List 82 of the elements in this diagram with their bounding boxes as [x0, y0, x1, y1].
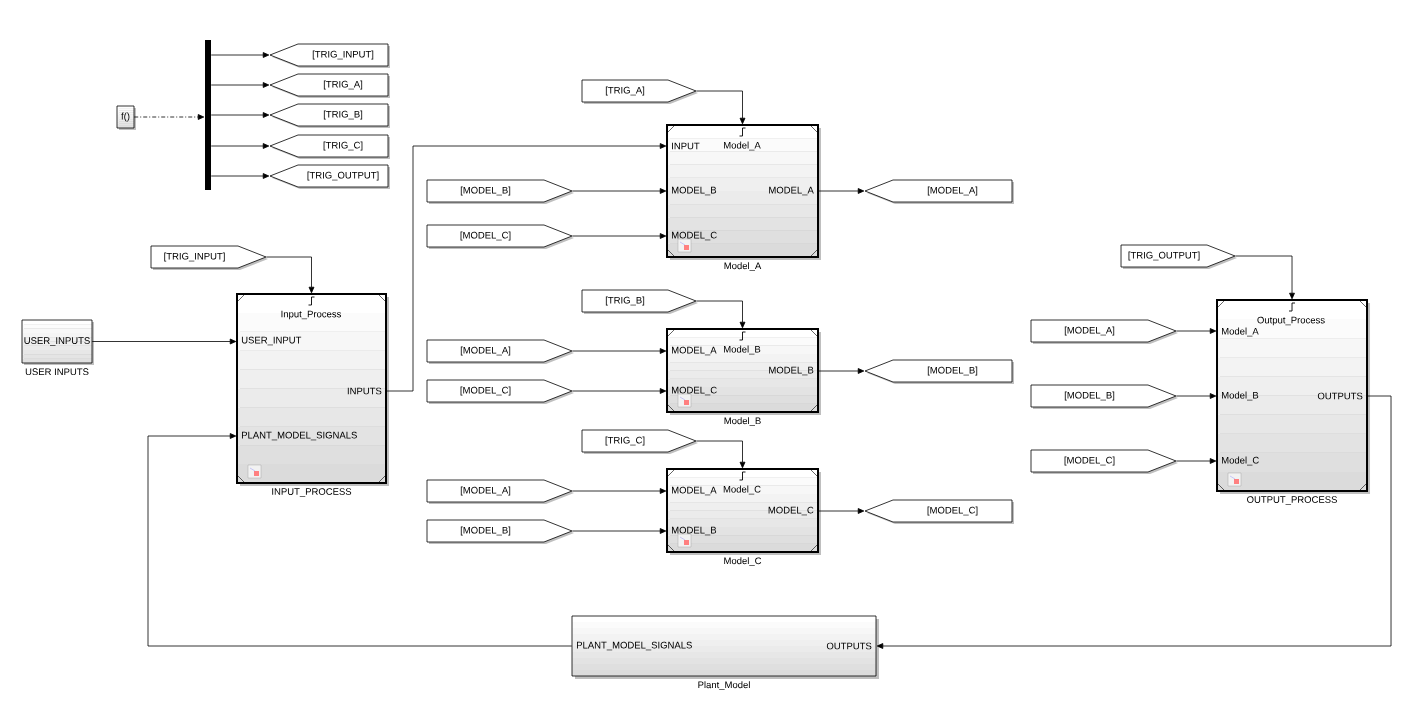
port-label: MODEL_B: [672, 526, 717, 536]
goto-tag: [TRIG_A]: [269, 73, 390, 98]
from-tag: [MODEL_C]: [426, 224, 574, 249]
block-name: Model_A: [724, 262, 762, 271]
arrow: [210, 112, 270, 118]
port-label: PLANT_MODEL_SIGNALS: [242, 431, 357, 441]
arrow: [695, 90, 746, 125]
arrow: [147, 433, 573, 647]
goto-tag: [MODEL_A]: [864, 179, 1014, 204]
block: USER_INPUTS: [21, 319, 94, 365]
block: f(): [116, 105, 136, 130]
arrow: [571, 528, 667, 534]
arrow: [817, 368, 865, 374]
from-tag: [TRIG_B]: [581, 289, 698, 314]
arrow: [1234, 255, 1295, 300]
arrow: [571, 188, 667, 194]
block-name: INPUT_PROCESS: [272, 488, 352, 497]
arrow: [876, 395, 1392, 649]
goto-tag: [TRIG_C]: [269, 134, 390, 159]
from-tag: [MODEL_C]: [1030, 449, 1178, 474]
from-tag: [MODEL_B]: [426, 179, 574, 204]
from-tag: [MODEL_C]: [426, 379, 574, 404]
port-label: MODEL_A: [769, 186, 814, 196]
port-label: OUTPUTS: [1317, 392, 1363, 400]
arrow: [817, 188, 865, 194]
block-title: Model_B: [724, 345, 761, 355]
block-name: OUTPUT_PROCESS: [1247, 496, 1337, 505]
from-tag: [MODEL_A]: [426, 479, 574, 504]
arrow: [1175, 458, 1217, 464]
arrow: [91, 338, 237, 345]
port-label: OUTPUTS: [826, 642, 872, 650]
arrow: [571, 488, 667, 494]
arrow: [1175, 328, 1217, 334]
port-label: MODEL_C: [768, 506, 814, 516]
arrow: [695, 440, 746, 469]
from-tag: [TRIG_C]: [581, 429, 698, 454]
block-name: Plant_Model: [698, 681, 750, 690]
arrow: [210, 173, 270, 179]
from-tag: [TRIG_INPUT]: [150, 245, 268, 270]
port-label: MODEL_B: [769, 366, 814, 376]
block-title: Input_Process: [281, 310, 341, 320]
arrow: [1175, 393, 1217, 399]
from-tag: [TRIG_A]: [581, 79, 698, 104]
block-title: Model_C: [723, 485, 761, 495]
port-label: MODEL_C: [672, 231, 717, 241]
port-label: INPUT: [672, 142, 700, 150]
block-name: Model_B: [724, 417, 761, 426]
goto-tag: [TRIG_INPUT]: [269, 43, 390, 68]
arrow: [210, 52, 270, 58]
arrow: [133, 114, 205, 120]
arrow: [695, 300, 746, 329]
port-label: MODEL_C: [672, 386, 717, 396]
arrow: [210, 143, 270, 149]
port-label: INPUTS: [347, 387, 382, 395]
from-tag: [TRIG_OUTPUT]: [1120, 244, 1237, 269]
goto-tag: [MODEL_B]: [864, 359, 1014, 384]
goto-tag: [TRIG_OUTPUT]: [269, 164, 390, 189]
port-label: Model_A: [1222, 327, 1259, 337]
arrow: [210, 82, 270, 88]
block-title: Output_Process: [1257, 316, 1325, 326]
port-label: MODEL_A: [672, 346, 717, 356]
arrow: [385, 143, 667, 392]
goto-tag: [MODEL_C]: [864, 499, 1014, 524]
port-label: USER_INPUT: [241, 336, 302, 346]
port-label: Model_C: [1222, 456, 1259, 466]
port-label: PLANT_MODEL_SIGNALS: [577, 641, 692, 651]
port-label: Model_B: [1222, 391, 1259, 401]
from-tag: [MODEL_B]: [1030, 384, 1178, 409]
arrow: [571, 233, 667, 239]
from-tag: [MODEL_A]: [1030, 319, 1178, 344]
arrow: [571, 348, 667, 354]
arrow: [817, 508, 865, 514]
port-label: MODEL_A: [672, 486, 717, 496]
goto-tag: [TRIG_B]: [269, 103, 390, 128]
arrow: [265, 256, 315, 294]
from-tag: [MODEL_B]: [426, 519, 574, 544]
arrow: [571, 388, 667, 394]
port-label: MODEL_B: [672, 186, 717, 196]
block-name: Model_C: [724, 557, 762, 566]
block-name: USER INPUTS: [25, 368, 89, 376]
from-tag: [MODEL_A]: [426, 339, 574, 364]
block-title: Model_A: [724, 141, 761, 151]
